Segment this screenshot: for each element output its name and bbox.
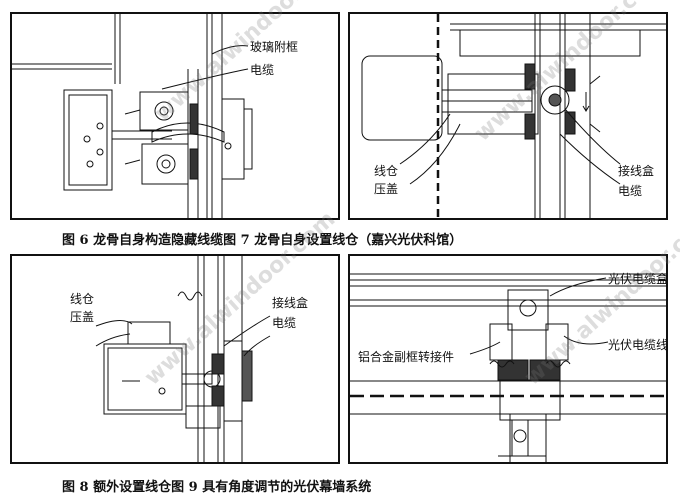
label-adapter: 铝合金副框转接件 <box>358 350 455 364</box>
label-glass-frame: 玻璃附框 <box>250 40 299 54</box>
label-cable: 电缆 <box>250 63 275 77</box>
caption-bottom: 图 8 额外设置线仓图 9 具有角度调节的光伏幕墙系统 <box>62 480 372 495</box>
label-trunk: 线仓 <box>374 164 399 178</box>
label-cover: 压盖 <box>374 182 399 196</box>
figure-9-drawing <box>350 273 666 462</box>
label-cover: 压盖 <box>70 310 95 324</box>
caption-top: 图 6 龙骨自身构造隐藏线缆图 7 龙骨自身设置线仓（嘉兴光伏科馆） <box>62 233 463 248</box>
label-cable: 电缆 <box>272 316 297 330</box>
label-cable: 电缆 <box>618 184 643 198</box>
figure-7-panel: 线仓 压盖 接线盒 电缆 <box>348 12 668 220</box>
label-junction-box: 接线盒 <box>272 296 309 310</box>
figure-8-drawing <box>95 256 271 462</box>
figure-6-drawing <box>12 14 253 218</box>
figure-6-panel: 玻璃附框 电缆 <box>10 12 340 220</box>
figure-8-panel: 线仓 压盖 接线盒 电缆 <box>10 254 340 464</box>
label-pv-cable-line: 光伏电缆线 <box>608 338 669 352</box>
figure-7-drawing <box>361 14 666 218</box>
label-pv-cable-box: 光伏电缆盒 <box>608 272 669 286</box>
label-trunk: 线仓 <box>70 292 95 306</box>
figure-9-panel: 光伏电缆盒 光伏电缆线 铝合金副框转接件 <box>348 254 668 464</box>
label-junction-box: 接线盒 <box>618 164 655 178</box>
